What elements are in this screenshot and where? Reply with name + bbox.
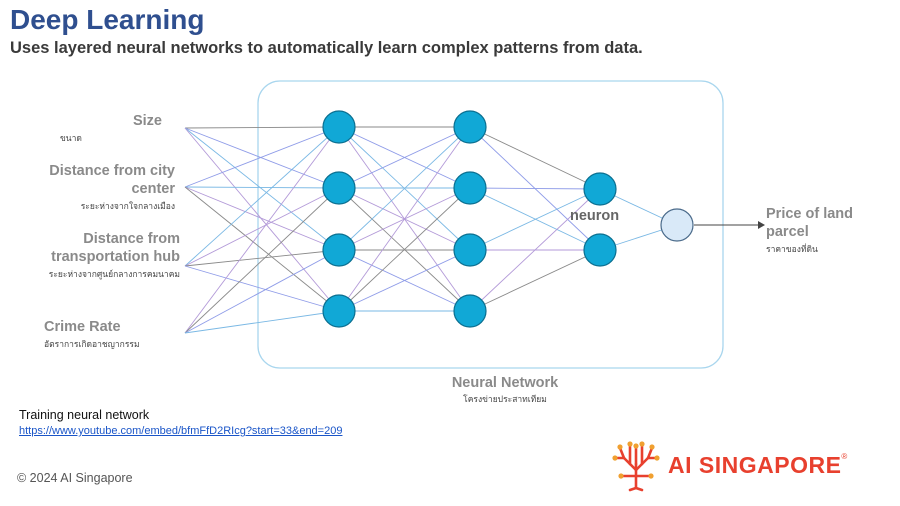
neuron-layer1-3	[322, 233, 356, 267]
input-to-hidden1-edge	[184, 265, 340, 312]
copyright: © 2024 AI Singapore	[17, 471, 133, 485]
input-to-hidden1-edge	[184, 187, 340, 267]
input-to-hidden1-edge	[184, 127, 340, 251]
hidden2-to-hidden3-edge	[469, 187, 601, 190]
input-label-city-center-th: ระยะห่างจากใจกลางเมือง	[80, 201, 175, 211]
input-to-hidden1-edge	[184, 187, 340, 334]
input-to-hidden1-edge	[184, 127, 340, 312]
neuron-layer3-2	[583, 233, 617, 267]
input-to-hidden1-edge	[184, 249, 340, 334]
connections	[184, 126, 678, 334]
neuron-layer2-1	[453, 110, 487, 144]
ai-singapore-logo: AI SINGAPORE®	[606, 436, 876, 492]
hidden1-to-hidden2-edge	[338, 126, 471, 251]
hidden1-to-hidden2-edge	[338, 249, 471, 312]
input-to-hidden1-edge	[184, 126, 340, 188]
neuron-layer2-3	[453, 233, 487, 267]
neuron-layer2-4	[453, 294, 487, 328]
hidden2-to-hidden3-edge	[469, 249, 601, 312]
output-neuron	[660, 208, 694, 242]
page-title: Deep Learning	[10, 4, 205, 35]
network-label-th: โครงข่ายประสาทเทียม	[463, 394, 547, 404]
neuron-label: neuron	[570, 208, 620, 224]
hidden1-to-hidden2-edge	[338, 187, 471, 312]
input-to-hidden1-edge	[184, 126, 340, 267]
circuit-tree-icon	[612, 441, 660, 492]
neuron-layer1-1	[322, 110, 356, 144]
training-video-link[interactable]: https://www.youtube.com/embed/bfmFfD2RIc…	[19, 425, 343, 437]
page-subtitle: Uses layered neural networks to automati…	[10, 39, 643, 57]
input-label-crime-rate-th: อัตราการเกิดอาชญากรรม	[44, 339, 140, 349]
hidden2-to-hidden3-edge	[469, 126, 601, 190]
neuron-layer2-2	[453, 171, 487, 205]
input-to-hidden1-edge	[184, 186, 340, 312]
logo-text: AI SINGAPORE®	[668, 452, 848, 478]
input-to-hidden1-edge	[184, 126, 340, 334]
input-to-hidden1-edge	[184, 127, 340, 189]
input-to-hidden1-edge	[184, 126, 340, 129]
output-label-th: ราคาของที่ดิน	[766, 244, 818, 254]
hidden1-to-hidden2-edge	[338, 126, 471, 189]
input-to-hidden1-edge	[184, 310, 340, 334]
input-to-hidden1-edge	[184, 186, 340, 189]
neuron-layer3-1	[583, 172, 617, 206]
output-arrow-head	[758, 221, 765, 229]
hidden2-to-hidden3-edge	[469, 188, 601, 312]
neuron-layer1-4	[322, 294, 356, 328]
input-label-transport-hub-th: ระยะห่างจากศูนย์กลางการคมนาคม	[48, 269, 180, 279]
input-label-size-th: ขนาด	[60, 133, 82, 143]
nodes	[322, 110, 694, 328]
training-label: Training neural network	[19, 408, 150, 422]
hidden2-to-hidden3-edge	[469, 187, 601, 251]
neuron-layer1-2	[322, 171, 356, 205]
hidden2-to-hidden3-edge	[469, 188, 601, 251]
hidden1-to-hidden2-edge	[338, 126, 471, 312]
input-to-hidden1-edge	[184, 186, 340, 251]
input-to-hidden1-edge	[184, 249, 340, 267]
